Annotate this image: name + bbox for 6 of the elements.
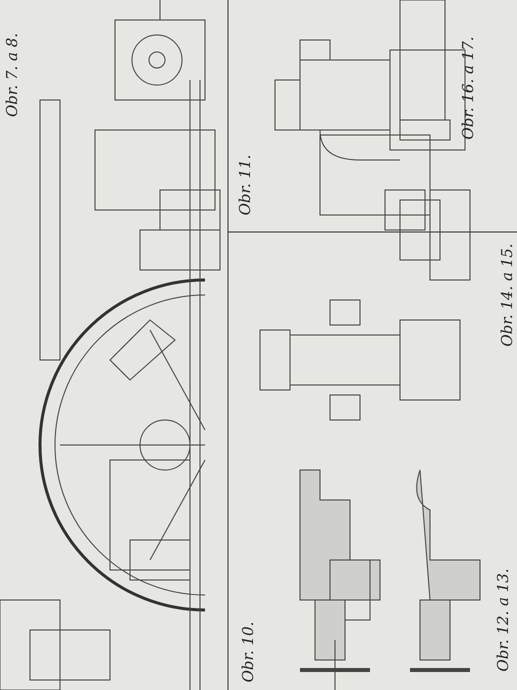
figure-caption: Obr. 14. a 15.	[498, 243, 516, 347]
figure-caption: Obr. 12. a 13.	[494, 568, 512, 672]
figure-caption: Obr. 7. a 8.	[3, 32, 21, 118]
figure-caption: Obr. 10.	[239, 622, 257, 682]
figure-caption: Obr. 11.	[236, 154, 254, 216]
figure-caption: Obr. 16. a 17.	[459, 36, 477, 140]
